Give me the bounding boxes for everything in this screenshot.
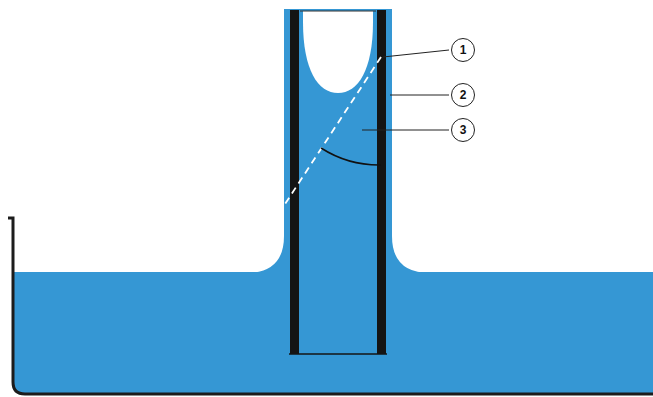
callout-number: 2 bbox=[451, 83, 475, 107]
leader-line bbox=[383, 50, 449, 57]
callout-number: 3 bbox=[451, 118, 475, 142]
tube-top bbox=[300, 11, 376, 12]
callout-text: 3 bbox=[460, 124, 467, 136]
tube-wall bbox=[290, 10, 299, 354]
leader-line bbox=[362, 130, 449, 131]
angle-arc bbox=[321, 148, 381, 165]
callout-text: 2 bbox=[460, 89, 467, 101]
leader-line bbox=[390, 95, 449, 96]
callout-text: 1 bbox=[460, 44, 467, 56]
tube-bottom bbox=[289, 353, 387, 355]
outer-meniscus bbox=[246, 236, 284, 280]
inner-meniscus bbox=[303, 11, 373, 93]
callout-number: 1 bbox=[451, 38, 475, 62]
tangent-line bbox=[255, 57, 381, 250]
outer-meniscus bbox=[392, 236, 430, 280]
